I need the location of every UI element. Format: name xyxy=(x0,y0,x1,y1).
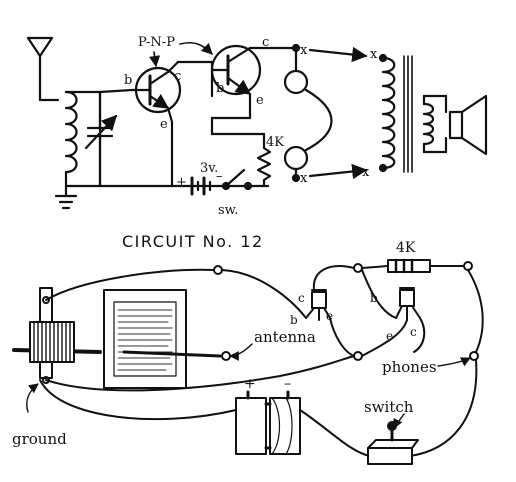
pictorial-battery-minus: – xyxy=(284,376,291,392)
schematic xyxy=(26,36,488,210)
t1-collector-label: c xyxy=(174,69,181,84)
terminal-x4: x xyxy=(362,165,370,180)
variable-capacitor-icon xyxy=(84,90,118,188)
battery-voltage-label: 3v. xyxy=(200,161,218,176)
battery-plus-label: + xyxy=(176,175,187,190)
earphone-symbol-icon xyxy=(283,69,309,171)
terminal-top-right-2 xyxy=(463,261,473,271)
wire-coil-to-center xyxy=(45,355,355,392)
wire-t2-collector-to-phones xyxy=(361,319,408,357)
transistor-1-pictorial-icon xyxy=(305,289,331,321)
battery-minus-label: – xyxy=(216,169,223,184)
wire-top-to-t1-base xyxy=(221,269,307,319)
wire-resistor-to-phones xyxy=(467,269,484,353)
pictorial-t2-base: b xyxy=(370,291,378,305)
coil-assembly-icon xyxy=(12,287,102,384)
pictorial-battery-plus: + xyxy=(244,376,256,392)
wire-t2-base xyxy=(361,269,397,319)
pictorial-diagram xyxy=(12,258,484,465)
switch-symbol-icon xyxy=(221,168,253,191)
t2-base-label: b xyxy=(216,81,224,96)
pictorial-t2-emitter: e xyxy=(386,329,393,343)
terminal-x2: x xyxy=(370,47,378,62)
switch-label: sw. xyxy=(218,203,238,218)
switch-pictorial-icon xyxy=(367,421,419,465)
antenna-label: antenna xyxy=(254,328,316,346)
transistor-2-symbol xyxy=(210,44,262,96)
pnp-label: P-N-P xyxy=(138,35,175,50)
pictorial-switch-label: switch xyxy=(364,398,414,416)
antenna-symbol-icon xyxy=(26,36,60,102)
capacitor-plates-icon xyxy=(103,289,222,389)
speaker-icon xyxy=(422,94,488,156)
pictorial-t1-collector: c xyxy=(298,291,305,305)
battery-pictorial-icon xyxy=(235,390,301,455)
terminal-top-right-1 xyxy=(353,263,363,273)
terminal-x1: x xyxy=(300,43,308,58)
resistor-symbol-icon xyxy=(256,146,272,188)
wire-t1-collector-to-top-right xyxy=(312,265,355,291)
t2-collector-label: c xyxy=(262,35,269,50)
battery-symbol-icon xyxy=(190,176,212,196)
transistor-1-symbol xyxy=(130,66,182,114)
t1-emitter-label: e xyxy=(160,117,168,132)
pictorial-t1-base: b xyxy=(290,313,298,327)
circuit-caption: CIRCUIT No. 12 xyxy=(122,232,264,251)
wire-t1-emitter-to-center xyxy=(329,317,355,357)
terminal-antenna xyxy=(221,351,231,361)
ground-label: ground xyxy=(12,430,67,448)
terminal-top-center xyxy=(213,265,223,275)
pictorial-t2-collector: c xyxy=(410,325,417,339)
t2-emitter-label: e xyxy=(256,93,264,108)
terminal-phones xyxy=(469,351,479,361)
resistor-body-icon xyxy=(361,258,465,274)
pictorial-resistor-label: 4K xyxy=(396,240,416,256)
wire-battery-to-switch xyxy=(299,409,371,457)
t1-base-label: b xyxy=(124,73,132,88)
pictorial-t1-emitter: e xyxy=(326,309,333,323)
terminal-center xyxy=(353,351,363,361)
resistor-label: 4K xyxy=(266,135,284,150)
wire-t2-emitter xyxy=(413,317,426,353)
phones-label: phones xyxy=(382,358,437,376)
terminal-x3: x xyxy=(300,171,308,186)
pictorial-labels: 4K antenna phones switch ground + – c b … xyxy=(12,240,437,448)
tuning-coil xyxy=(64,90,78,174)
schematic-labels: P-N-P b c e b c e 4K 3v. + – sw. x x x x xyxy=(124,35,378,218)
output-transformer-icon xyxy=(381,55,435,173)
transistor-2-pictorial-icon xyxy=(395,287,421,321)
wire-ground-to-battery xyxy=(39,379,237,421)
ground-symbol-icon xyxy=(54,184,78,210)
wire-switch-to-phones xyxy=(409,359,478,457)
wire-coil-to-top-terminal xyxy=(45,268,215,301)
